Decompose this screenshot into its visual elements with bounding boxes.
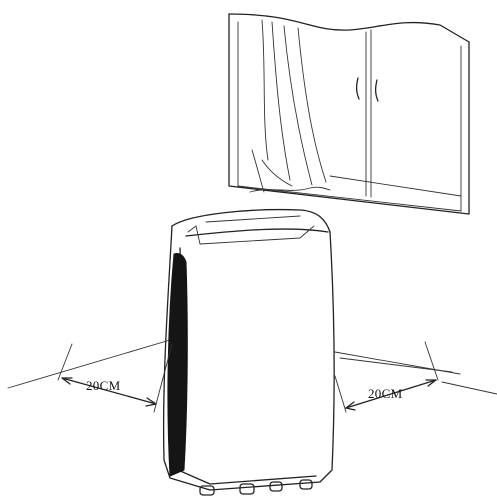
left-clearance-label: 20CM [86, 378, 121, 393]
right-clearance-dimension: 20CM [334, 341, 439, 413]
window [228, 13, 470, 215]
wheels [199, 479, 313, 496]
right-clearance-label: 20CM [368, 386, 403, 401]
portable-air-conditioner [162, 209, 335, 496]
floor [7, 339, 497, 395]
side-control-panel [167, 253, 188, 477]
curtain [249, 19, 331, 193]
window-handles [355, 77, 379, 102]
left-clearance-dimension: 20CM [57, 343, 173, 413]
